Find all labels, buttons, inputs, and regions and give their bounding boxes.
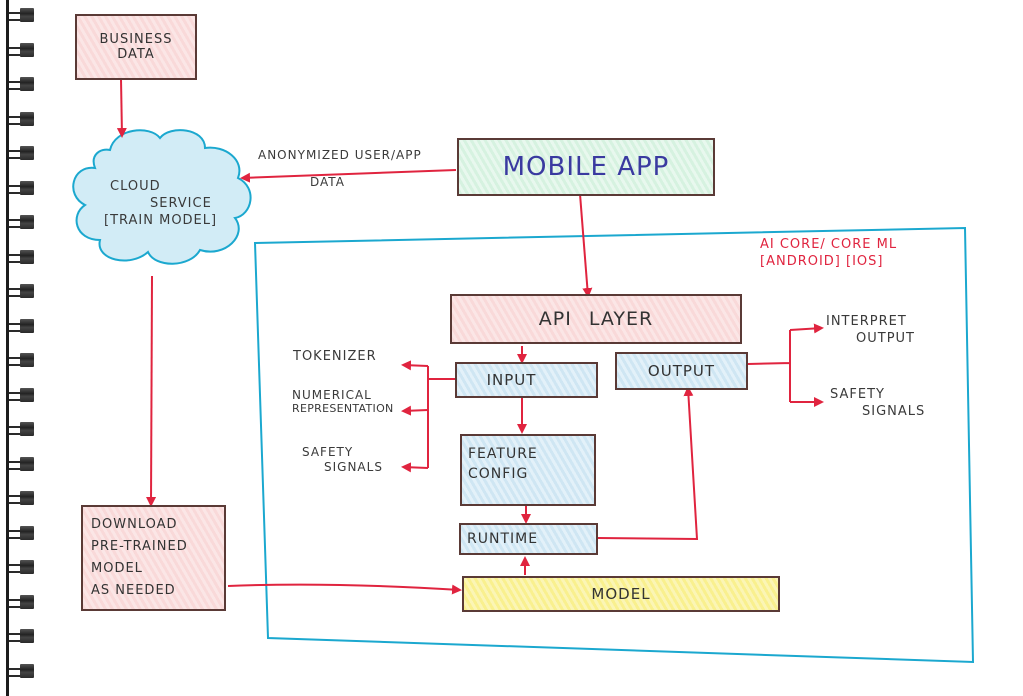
spiral-rail [6, 0, 9, 696]
spiral-ring [6, 284, 36, 298]
spiral-ring [6, 456, 36, 471]
tokenizer-label: Tokenizer [293, 349, 377, 364]
spiral-ring [6, 318, 36, 333]
spiral-ring [6, 215, 36, 229]
business-data-label: Business Data [99, 32, 173, 62]
api-layer-node: API Layer [450, 294, 742, 344]
arrow-to-safety-left [401, 462, 429, 473]
model-node: Model [462, 576, 780, 612]
cloud-service-label: Cloud Service [Train Model] [104, 179, 218, 228]
spiral-ring [6, 422, 36, 436]
runtime-node: Runtime [459, 523, 598, 555]
numerical-representation-label: Numerical Representation [292, 388, 394, 415]
feature-config-node: Feature Config [460, 434, 596, 506]
model-label: Model [591, 585, 651, 603]
arrow-input-bus [427, 366, 456, 468]
arrow-app-to-api [579, 193, 593, 298]
spiral-ring [6, 77, 36, 91]
spiral-ring [6, 491, 36, 505]
interpret-output-label: Interpret Output [826, 314, 915, 346]
output-node: Output [615, 352, 748, 390]
arrow-output-bus [747, 330, 791, 402]
spiral-ring [6, 180, 36, 195]
container-title: AI Core/ Core ML [Android] [iOS] [760, 237, 898, 269]
spiral-ring [6, 663, 36, 678]
ai-core-container-border [253, 226, 975, 664]
mobile-app-node: Mobile App [457, 138, 715, 196]
anonymized-data-label: Anonymized User/App Data [258, 148, 422, 189]
spiral-ring [6, 111, 36, 126]
input-node: Input [455, 362, 598, 398]
arrow-to-numerical [401, 405, 429, 416]
spiral-ring [6, 146, 36, 160]
mobile-app-label: Mobile App [502, 152, 670, 182]
spiral-ring [6, 353, 36, 367]
arrow-business-to-cloud [116, 78, 127, 138]
spiral-ring [6, 629, 36, 643]
spiral-ring [6, 560, 36, 574]
arrow-runtime-to-output [597, 386, 699, 541]
spiral-ring [6, 42, 36, 57]
arrow-to-tokenizer [401, 360, 429, 371]
safety-signals-left-label: Safety Signals [302, 445, 383, 474]
arrow-download-to-model [227, 583, 462, 595]
arrow-to-interpret [789, 323, 824, 334]
download-model-node: Download Pre-trained Model As Needed [81, 505, 226, 611]
business-data-node: Business Data [75, 14, 197, 80]
spiral-ring [6, 594, 36, 609]
spiral-ring [6, 249, 36, 264]
runtime-label: Runtime [467, 531, 539, 547]
cloud-shape [72, 129, 252, 265]
notebook-spiral-binding [0, 0, 40, 696]
output-label: Output [647, 362, 716, 380]
arrow-app-to-cloud [240, 169, 457, 183]
spiral-ring [6, 8, 36, 22]
arrow-cloud-to-download [146, 275, 157, 507]
input-label: Input [486, 371, 537, 389]
api-layer-label: API Layer [538, 308, 654, 330]
spiral-ring [6, 525, 36, 540]
safety-signals-right-label: Safety Signals [830, 387, 926, 419]
spiral-ring [6, 387, 36, 402]
